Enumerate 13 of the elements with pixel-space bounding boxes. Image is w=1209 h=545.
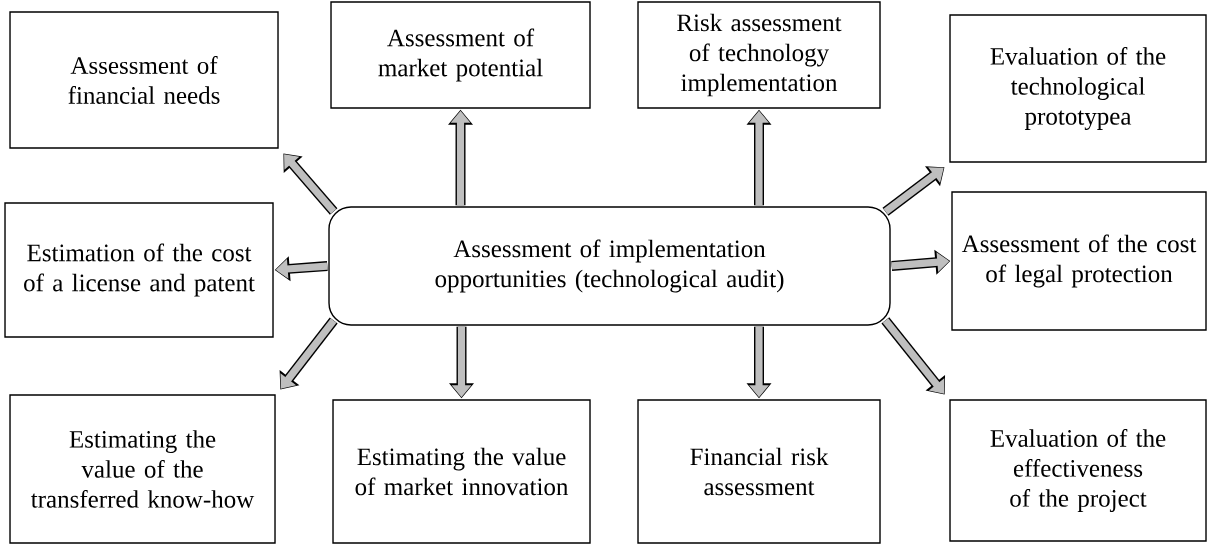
- process-box: Assessment of the cost of legal protection: [951, 191, 1207, 331]
- block-arrow: [283, 153, 338, 215]
- process-box: Estimating the value of market innovation: [332, 399, 591, 544]
- process-box: Risk assessment of technology implementation: [637, 1, 881, 109]
- process-box: Estimating the value of the transferred know-how: [9, 394, 276, 544]
- process-box: Evaluation of the effectiveness of the project: [949, 399, 1207, 542]
- process-box: Assessment of financial needs: [9, 11, 279, 149]
- process-box: Financial risk assessment: [637, 399, 881, 544]
- central-box: Assessment of implementation opportunities (technological audit): [328, 206, 891, 326]
- process-box: Estimation of the cost of a license and patent: [4, 202, 274, 338]
- process-box: Assessment of market potential: [330, 1, 591, 109]
- process-box: Evaluation of the technological prototypea: [949, 14, 1207, 163]
- block-arrow: [881, 317, 946, 395]
